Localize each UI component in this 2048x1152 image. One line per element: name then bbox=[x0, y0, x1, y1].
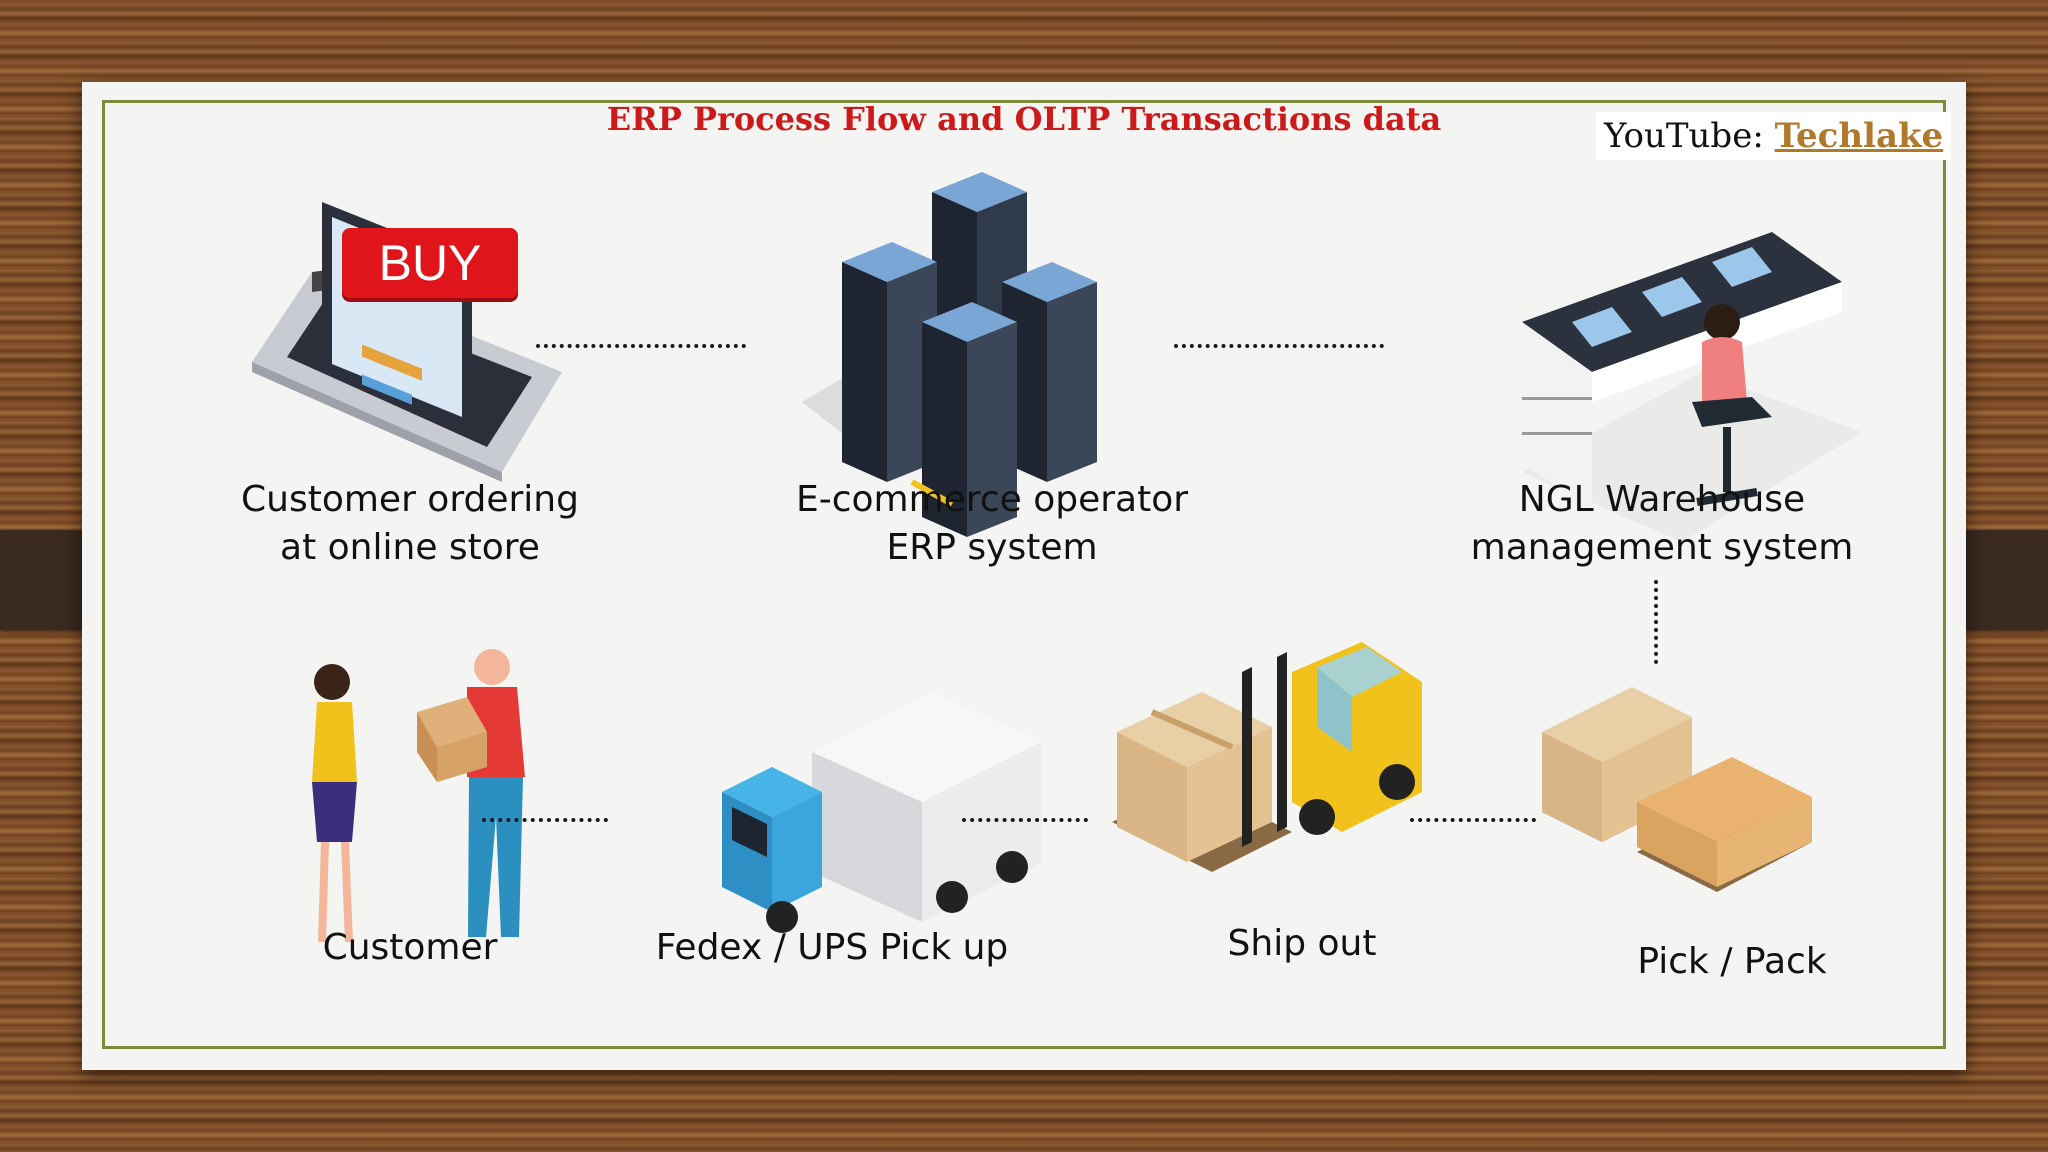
warehouse-desk-icon bbox=[1522, 232, 1862, 542]
connector-customer-to-pickup bbox=[482, 818, 608, 822]
youtube-channel-link[interactable]: Techlake bbox=[1774, 116, 1944, 156]
label-customer-ordering: Customer ordering at online store bbox=[241, 479, 579, 568]
label-pickup: Fedex / UPS Pick up bbox=[655, 927, 1009, 968]
customer-handoff-icon bbox=[312, 649, 525, 943]
forklift-icon bbox=[1112, 642, 1422, 872]
diagram-title: ERP Process Flow and OLTP Transactions d… bbox=[606, 100, 1442, 138]
label-erp-system: E-commerce operator ERP system bbox=[795, 479, 1189, 568]
connector-order-to-erp bbox=[536, 344, 746, 348]
label-customer: Customer bbox=[322, 927, 498, 968]
youtube-credit: YouTube: Techlake bbox=[1596, 112, 1952, 160]
label-warehouse-system: NGL Warehouse management system bbox=[1470, 479, 1854, 568]
connector-warehouse-to-pickpack bbox=[1654, 580, 1658, 664]
pallet-boxes-icon bbox=[1542, 687, 1812, 892]
connector-erp-to-warehouse bbox=[1174, 344, 1384, 348]
youtube-prefix: YouTube: bbox=[1604, 116, 1764, 156]
diagram-board: ERP Process Flow and OLTP Transactions d… bbox=[82, 82, 1966, 1070]
buy-badge: BUY bbox=[342, 228, 518, 298]
truck-icon bbox=[722, 692, 1042, 933]
connector-pickup-to-shipout bbox=[962, 818, 1088, 822]
label-ship-out: Ship out bbox=[1227, 923, 1377, 964]
connector-shipout-to-pickpack bbox=[1410, 818, 1536, 822]
label-pick-pack: Pick / Pack bbox=[1637, 941, 1827, 982]
server-racks-icon bbox=[802, 172, 1097, 537]
board-frame bbox=[102, 100, 1946, 1049]
